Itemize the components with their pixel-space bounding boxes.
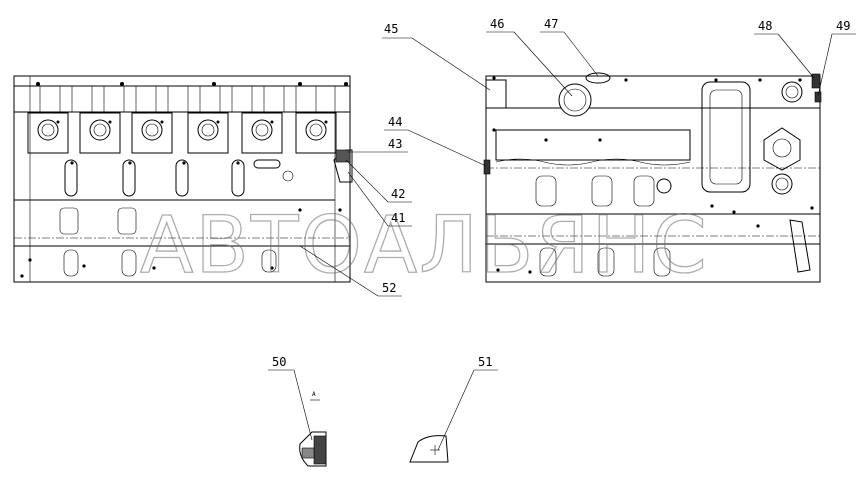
callout-52: 52 [382,281,396,295]
leader-lines [268,31,856,451]
callout-41: 41 [391,211,405,225]
detail-51 [409,435,449,463]
callout-44: 44 [388,115,402,129]
callout-48: 48 [758,19,772,33]
callout-47: 47 [544,17,558,31]
block-right-view [483,72,822,283]
callout-51: 51 [478,355,492,369]
watermark-text: АВТОАЛЬЯНС [140,201,709,291]
callout-labels: 45 46 47 48 49 44 43 42 41 52 50 51 [272,17,850,369]
bore-bosses [27,112,337,154]
callout-43: 43 [388,137,402,151]
block-left-view [13,75,353,283]
callout-45: 45 [384,22,398,36]
side-slots [64,159,294,197]
detail-50: A [299,391,327,467]
callout-49: 49 [836,19,850,33]
top-ribs [14,85,350,113]
callout-46: 46 [490,17,504,31]
callout-42: 42 [391,187,405,201]
callout-50: 50 [272,355,286,369]
detail-50-scale-label: A [312,391,316,398]
